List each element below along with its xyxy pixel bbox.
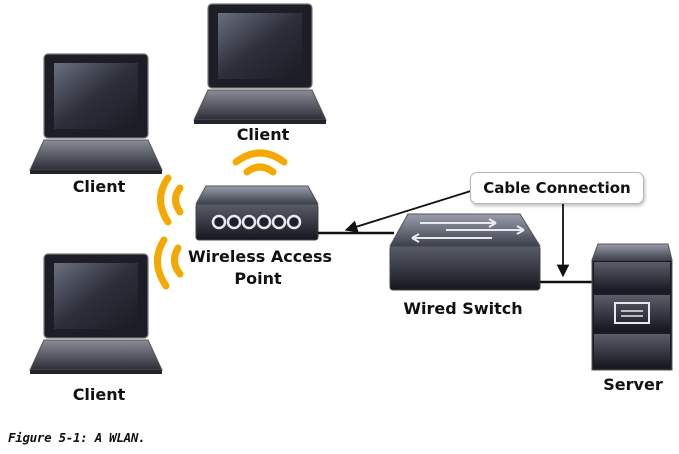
wifi-signal-icon [157, 174, 184, 226]
callout-arrow-to-ap-cable [344, 189, 475, 233]
access-point-label: Wireless Access Point [188, 246, 333, 290]
cable-connection-callout: Cable Connection [470, 172, 644, 204]
access-point-label-line2: Point [234, 269, 282, 288]
server-icon [591, 243, 673, 371]
switch-label: Wired Switch [403, 299, 523, 318]
client-label: Client [72, 385, 126, 404]
laptop-icon [193, 3, 327, 124]
wifi-signal-icon [232, 149, 288, 176]
wifi-signal-icon [154, 236, 184, 290]
wireless-access-point-icon [195, 185, 319, 241]
access-point-label-line1: Wireless Access [188, 247, 333, 266]
server-label: Server [603, 375, 663, 394]
laptop-icon [29, 53, 163, 174]
network-switch-icon [389, 213, 541, 291]
client-label: Client [236, 125, 290, 144]
laptop-icon [29, 253, 163, 374]
client-label: Client [72, 177, 126, 196]
figure-caption: Figure 5-1: A WLAN. [8, 430, 146, 445]
